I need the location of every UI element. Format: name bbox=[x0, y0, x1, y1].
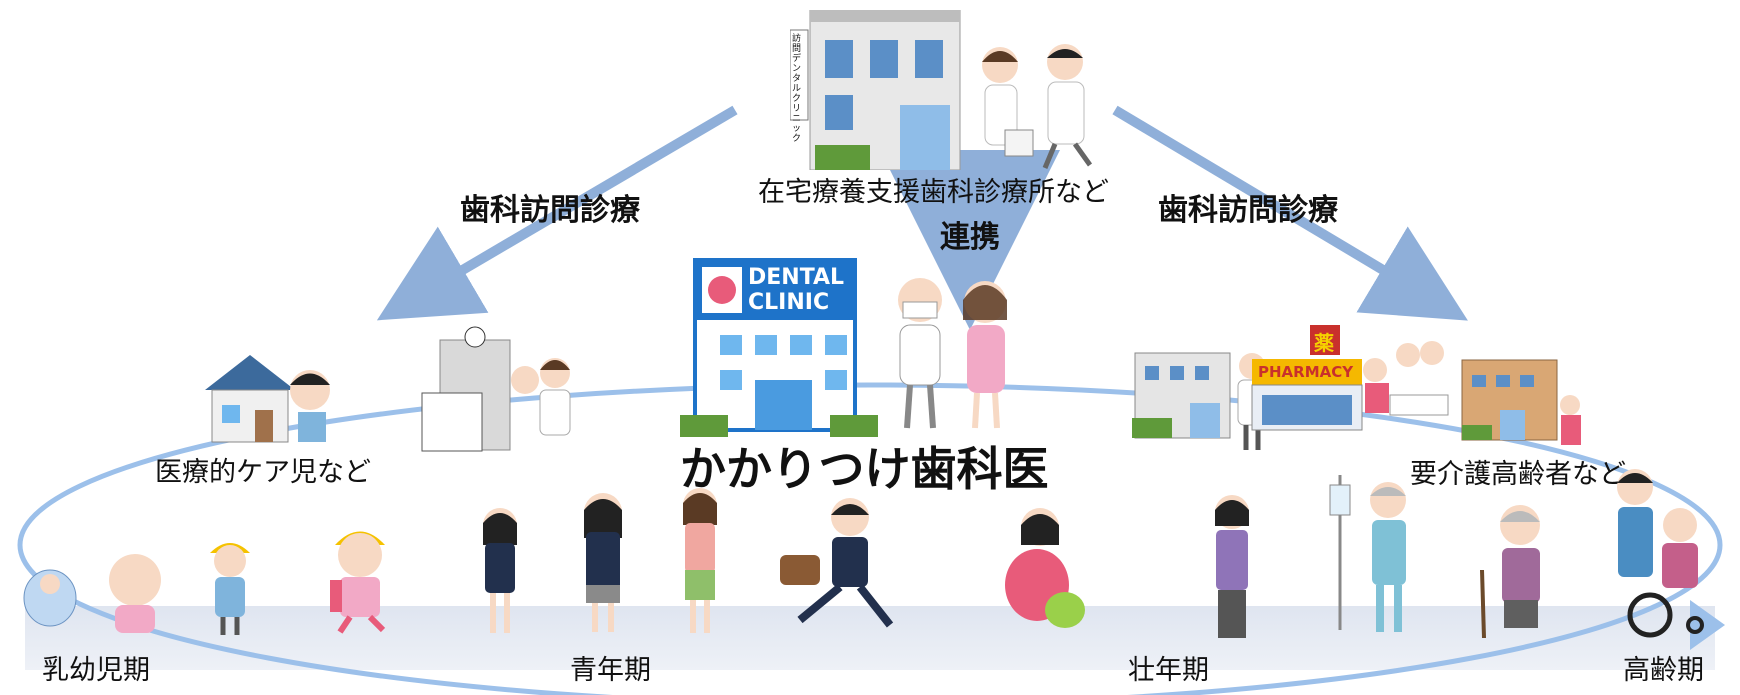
businesswoman-running-illustration bbox=[770, 495, 910, 635]
care-ring bbox=[17, 382, 1723, 695]
caregiver-wheelchair-illustration bbox=[1600, 465, 1710, 640]
young-woman-illustration bbox=[678, 485, 723, 635]
left-group-label: 医療的ケア児など bbox=[155, 457, 371, 488]
hospital-doctor-illustration bbox=[1130, 348, 1275, 453]
clinic-sign-line2: CLINIC bbox=[748, 290, 830, 315]
pharmacy-mark: 薬 bbox=[1314, 331, 1334, 355]
visiting-dentist-team-illustration bbox=[970, 40, 1110, 170]
stage-label-elderly: 高齢期 bbox=[1623, 655, 1704, 686]
left-arrow-label: 歯科訪問診療 bbox=[460, 193, 640, 228]
ring-arrow-right bbox=[1690, 600, 1725, 650]
baby-illustration bbox=[20, 560, 80, 630]
right-arrow-label: 歯科訪問診療 bbox=[1158, 193, 1338, 228]
dentist-and-hygienist-illustration bbox=[875, 270, 1025, 430]
middle-aged-woman-illustration bbox=[1210, 492, 1255, 642]
home-and-child-illustration bbox=[200, 350, 340, 445]
preschooler-illustration bbox=[205, 533, 255, 638]
pharmacy-illustration bbox=[1250, 325, 1450, 435]
clinic-sign-line1: DENTAL bbox=[748, 265, 845, 290]
pregnant-woman-illustration bbox=[995, 505, 1085, 635]
left-arrow bbox=[376, 105, 738, 321]
patient-with-iv-illustration bbox=[1320, 470, 1420, 640]
right-arrow bbox=[1112, 105, 1468, 321]
ground-band bbox=[25, 606, 1715, 670]
stage-label-infancy: 乳幼児期 bbox=[42, 655, 150, 686]
elderly-woman-with-cane-illustration bbox=[1470, 500, 1560, 640]
top-facility-label: 在宅療養支援歯科診療所など bbox=[758, 177, 1109, 208]
main-title: かかりつけ歯科医 bbox=[680, 442, 1049, 496]
student-2-illustration bbox=[578, 490, 628, 635]
pharmacy-sign: PHARMACY bbox=[1258, 363, 1354, 381]
stage-label-adulthood: 壮年期 bbox=[1128, 655, 1209, 686]
student-1-illustration bbox=[478, 505, 523, 635]
visiting-dental-clinic-building bbox=[790, 10, 970, 170]
clinic-vertical-sign: 訪問デンタルクリニック bbox=[792, 34, 802, 144]
center-arrow-label: 連携 bbox=[940, 220, 1000, 255]
toddler-illustration bbox=[100, 550, 170, 635]
schoolchild-illustration bbox=[315, 520, 405, 635]
stage-label-adolescence: 青年期 bbox=[570, 655, 651, 686]
care-facility-illustration bbox=[1460, 355, 1590, 450]
right-group-label: 要介護高齢者など bbox=[1410, 459, 1626, 490]
hospital-dental-checkup-illustration bbox=[420, 325, 580, 455]
dental-clinic-building bbox=[680, 255, 880, 440]
